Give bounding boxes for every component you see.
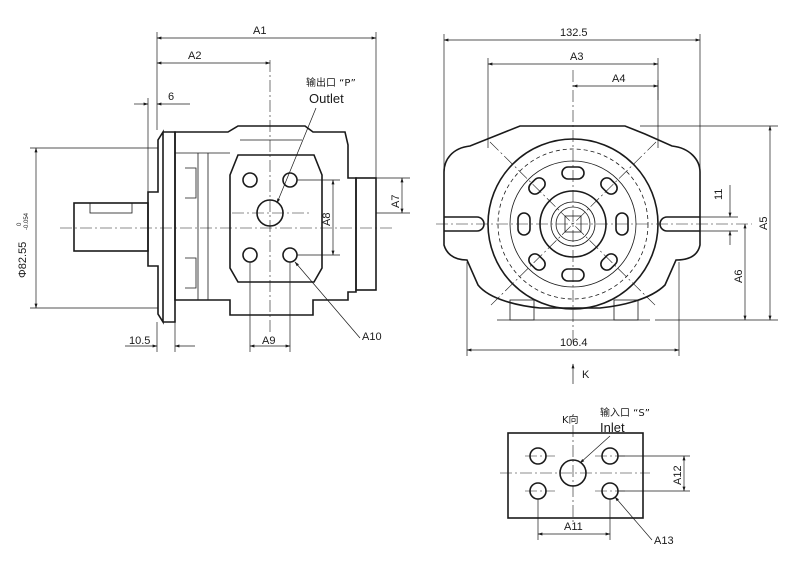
dim-a9: A9	[262, 335, 275, 347]
dim-shaft-tol-lower: -0.054	[24, 212, 30, 230]
dim-10-5: 10.5	[129, 335, 150, 347]
outlet-face	[229, 154, 323, 283]
dim-shaft-diameter: Φ82.55	[17, 242, 29, 278]
outlet-bolt-hole	[282, 247, 298, 263]
dim-a7: A7	[390, 195, 402, 208]
dim-shaft-tol-upper: 0	[17, 222, 23, 226]
dim-11: 11	[713, 189, 725, 200]
pump-body	[174, 125, 377, 316]
shaft	[60, 202, 395, 252]
inlet-face	[507, 432, 644, 519]
dim-106-4: 106.4	[560, 337, 588, 349]
dim-a10: A10	[362, 331, 382, 343]
view-k-title: K向	[562, 413, 579, 426]
dim-a8: A8	[321, 213, 333, 226]
dim-a6: A6	[733, 270, 745, 283]
inlet-view: K向 输入口 “S” Inlet A11 A12 A13	[500, 406, 690, 547]
dim-a12: A12	[672, 465, 684, 485]
mounting-flange	[147, 129, 176, 325]
outlet-bolt-hole	[242, 172, 258, 188]
dim-a1: A1	[253, 25, 266, 37]
front-view: 132.5 A3 A4 11 A5 A6 106.4 K	[436, 27, 778, 384]
view-k-label: K	[582, 369, 590, 381]
dim-a4: A4	[612, 73, 625, 85]
side-view: A1 A2 6 Φ82.55 0 -0.054 输出口 “P” Outlet A…	[17, 25, 410, 352]
outlet-bolt-hole	[282, 172, 298, 188]
dim-a2: A2	[188, 50, 201, 62]
dim-a11: A11	[564, 521, 583, 533]
dim-6: 6	[168, 91, 174, 103]
dim-a13: A13	[654, 535, 674, 547]
front-housing-outline	[443, 125, 701, 309]
outlet-bolt-hole	[242, 247, 258, 263]
outlet-label-en: Outlet	[309, 91, 344, 106]
inlet-label-cn: 输入口 “S”	[600, 406, 650, 419]
inlet-label-en: Inlet	[600, 420, 625, 435]
dim-132-5: 132.5	[560, 27, 588, 39]
outlet-label-cn: 输出口 “P”	[306, 76, 356, 89]
dim-a5: A5	[758, 217, 770, 230]
dim-a3: A3	[570, 51, 583, 63]
